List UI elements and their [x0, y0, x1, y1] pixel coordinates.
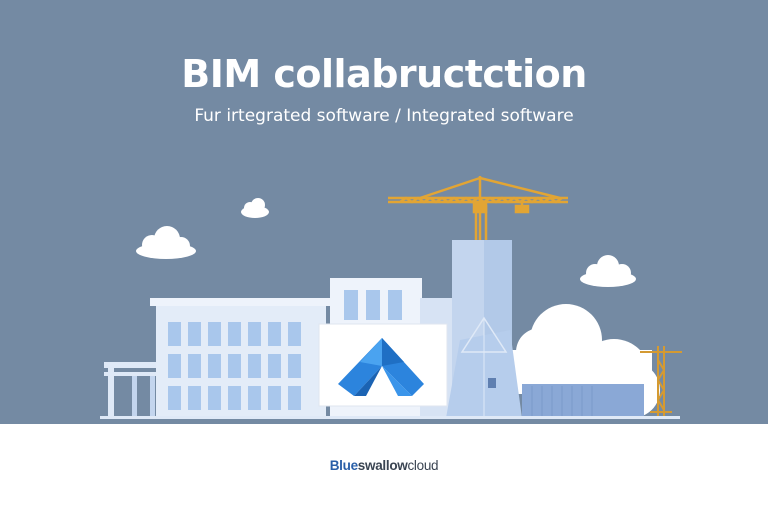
hero-banner: BIM collabructction Fur irtegrated softw… [0, 0, 768, 424]
warehouse-building [522, 384, 644, 418]
footer [0, 424, 768, 512]
pergola-structure [104, 362, 164, 416]
page-subtitle: Fur irtegrated software / Integrated sof… [194, 106, 574, 126]
brand-wordmark: Blueswallowcloud [0, 458, 768, 473]
tower-crane-icon [388, 176, 568, 240]
brand-part-blue: Blue [329, 458, 358, 473]
cloud-icon [136, 226, 196, 259]
page-title: BIM collabructction [181, 52, 587, 96]
brand-part-swallow: swallow [357, 458, 408, 473]
cloud-icon [241, 198, 269, 218]
ground-line [100, 416, 680, 419]
tower-crane-icon [640, 346, 682, 416]
cloud-icon [580, 255, 636, 287]
office-building [150, 298, 330, 418]
triangle-a-logo-icon [338, 338, 424, 396]
construction-illustration [100, 176, 682, 419]
glass-pavilion [446, 316, 522, 418]
logo-panel [318, 323, 448, 407]
brand-part-cloud: cloud [407, 458, 439, 473]
